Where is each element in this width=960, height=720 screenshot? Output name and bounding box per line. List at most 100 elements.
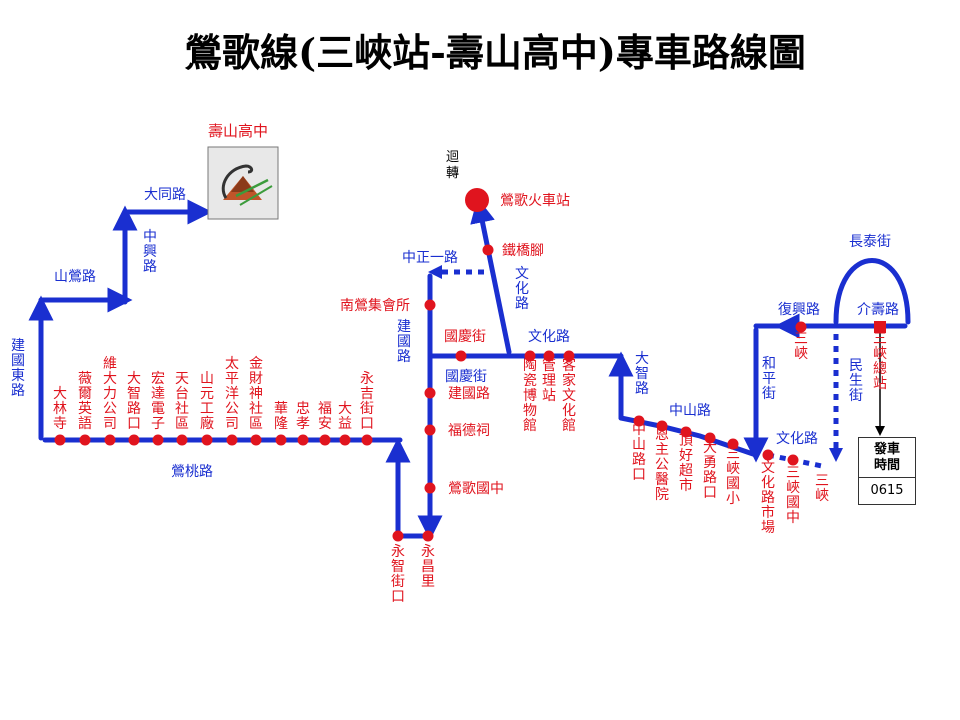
stop-dot-sanxia_jh bbox=[787, 454, 799, 466]
stop-dot-shanyuan bbox=[201, 434, 213, 446]
route-changtai-loop bbox=[833, 258, 911, 325]
stop-dot-fuan bbox=[319, 434, 331, 446]
stop-label-guoqing_st: 國慶街 bbox=[444, 329, 486, 345]
school-logo bbox=[207, 146, 279, 220]
road-label-zhongshan: 中山路 bbox=[669, 403, 711, 419]
road-label-yingtao: 鶯桃路 bbox=[171, 464, 213, 480]
stop-label-yingge_hs: 鶯歌國中 bbox=[448, 481, 504, 497]
stop-label-jianguo_rd: 建國路 bbox=[448, 386, 490, 402]
timetable-box: 發車時間 0615 bbox=[858, 437, 916, 505]
stop-label-kejia: 客家文化館 bbox=[562, 357, 576, 434]
stop-dot-sanxia_red bbox=[795, 321, 807, 333]
stop-label-weier: 薇爾英語 bbox=[78, 371, 92, 432]
stop-label-sanxia_jh: 三峽國中 bbox=[786, 465, 800, 526]
stop-label-taoci: 陶瓷博物館 bbox=[523, 358, 537, 434]
road-label-jianguo: 建國路 bbox=[397, 319, 411, 365]
terminal-square bbox=[874, 321, 886, 333]
stop-dot-weier bbox=[79, 434, 91, 446]
stop-label-dazhi: 大智路口 bbox=[127, 371, 141, 432]
stop-label-hongda: 宏達電子 bbox=[151, 371, 165, 432]
stop-dot-fude bbox=[424, 424, 436, 436]
stop-dot-tiantai bbox=[176, 434, 188, 446]
stop-label-weili: 維大力公司 bbox=[103, 356, 117, 432]
stop-label-dalinsi: 大林寺 bbox=[53, 386, 67, 432]
pointer-timetable-head bbox=[875, 426, 885, 436]
stop-dot-guoqing_st bbox=[455, 350, 467, 362]
road-label-fuxing: 復興路 bbox=[778, 301, 820, 318]
road-label-datong: 大同路 bbox=[144, 187, 186, 203]
stop-label-fuan: 福安 bbox=[318, 401, 332, 432]
stop-label-dayong: 大勇路口 bbox=[703, 440, 717, 501]
road-label-minsheng: 民生街 bbox=[849, 358, 863, 404]
stop-dot-yongzhi bbox=[392, 530, 404, 542]
stop-label-enzhu: 恩主公醫院 bbox=[655, 427, 669, 503]
stop-dot-yingge_hs bbox=[424, 482, 436, 494]
stop-label-zhongxiao: 忠孝 bbox=[296, 401, 310, 432]
road-label-jianguo_east: 建國東路 bbox=[11, 338, 25, 399]
arrow-zhongzheng1 bbox=[428, 265, 442, 279]
stop-label-dinghao: 頂好超市 bbox=[679, 433, 693, 494]
stop-label-dayi: 大益 bbox=[338, 401, 352, 432]
stop-dot-weili bbox=[104, 434, 116, 446]
stop-label-fude: 福德祠 bbox=[448, 423, 490, 439]
road-label-wenhua_h: 文化路 bbox=[528, 329, 570, 345]
stop-dot-dinghao bbox=[680, 426, 692, 438]
stop-label-zhongshan_kou: 中山路口 bbox=[632, 422, 646, 483]
road-label-zhongxing: 中興路 bbox=[143, 229, 157, 275]
map-title: 鶯歌線(三峽站-壽山高中)專車路線圖 bbox=[184, 30, 806, 75]
road-label-zhongzheng1: 中正一路 bbox=[402, 250, 458, 266]
stop-label-yongjiyong: 永吉街口 bbox=[360, 371, 374, 432]
stop-label-shanyuan: 山元工廠 bbox=[200, 371, 214, 432]
stop-dot-dalinsi bbox=[54, 434, 66, 446]
stop-dot-kejia bbox=[563, 350, 575, 362]
road-label-wenhua_v: 文化路 bbox=[515, 266, 529, 312]
stop-label-hualong: 華隆 bbox=[274, 401, 288, 432]
stop-dot-caishen bbox=[250, 434, 262, 446]
stop-dot-dayong bbox=[704, 432, 716, 444]
stop-label-tiegiao: 鐵橋腳 bbox=[502, 242, 544, 259]
stop-dot-sanxia_es bbox=[727, 438, 739, 450]
turnaround-label: 迴轉 bbox=[446, 150, 459, 181]
stop-label-sanxia_red: 三峽 bbox=[794, 331, 808, 362]
road-label-wenhua_r: 文化路 bbox=[776, 431, 818, 447]
stop-label-taiping: 太平洋公司 bbox=[225, 356, 239, 432]
stop-label-yongchang: 永昌里 bbox=[421, 544, 435, 590]
station-dot-yingge bbox=[465, 188, 489, 212]
stop-dot-dayi bbox=[339, 434, 351, 446]
road-label-dazhi_v: 大智路 bbox=[635, 351, 649, 397]
stop-label-nanying: 南鶯集會所 bbox=[340, 297, 410, 314]
timetable-header-text: 發車時間 bbox=[873, 442, 900, 473]
road-label-heping: 和平街 bbox=[762, 356, 776, 402]
stop-label-sanxia_es: 三峽國小 bbox=[726, 446, 740, 507]
road-label-changtai: 長泰街 bbox=[849, 234, 891, 250]
road-label-jieshou: 介壽路 bbox=[857, 302, 899, 318]
stop-label-sanxia_total: 三峽總站 bbox=[873, 331, 887, 392]
stop-dot-hongda bbox=[152, 434, 164, 446]
stop-dot-yongchang bbox=[422, 530, 434, 542]
stop-label-yingge_station: 鶯歌火車站 bbox=[500, 192, 570, 209]
stop-label-sanxia_pt: 三峽 bbox=[815, 473, 829, 504]
stop-dot-jianguo_rd bbox=[424, 387, 436, 399]
timetable-header: 發車時間 bbox=[859, 438, 915, 478]
destination-label: 壽山高中 bbox=[208, 122, 268, 140]
stop-dot-nanying bbox=[424, 299, 436, 311]
stops-layer: 大林寺薇爾英語維大力公司大智路口宏達電子天台社區山元工廠太平洋公司金財神社區華隆… bbox=[53, 192, 887, 605]
stop-dot-hualong bbox=[275, 434, 287, 446]
stop-label-tiantai: 天台社區 bbox=[175, 371, 189, 432]
stop-label-caishen: 金財神社區 bbox=[249, 356, 263, 432]
stop-dot-tiegiao bbox=[482, 244, 494, 256]
stop-dot-enzhu bbox=[656, 420, 668, 432]
stop-dot-taoci bbox=[524, 350, 536, 362]
route-wenhua-v bbox=[470, 197, 512, 355]
timetable-time: 0615 bbox=[870, 483, 904, 498]
arrow-minsheng bbox=[829, 448, 843, 462]
stop-dot-wenhua_market bbox=[762, 449, 774, 461]
stop-dot-zhongshan_kou bbox=[633, 415, 645, 427]
road-label-shanying: 山鶯路 bbox=[54, 269, 96, 285]
stop-dot-yongjiyong bbox=[361, 434, 373, 446]
stop-dot-zhongxiao bbox=[297, 434, 309, 446]
stop-label-guanli: 管理站 bbox=[542, 358, 556, 404]
stop-label-yongzhi: 永智街口 bbox=[391, 544, 405, 605]
stop-dot-guanli bbox=[543, 350, 555, 362]
